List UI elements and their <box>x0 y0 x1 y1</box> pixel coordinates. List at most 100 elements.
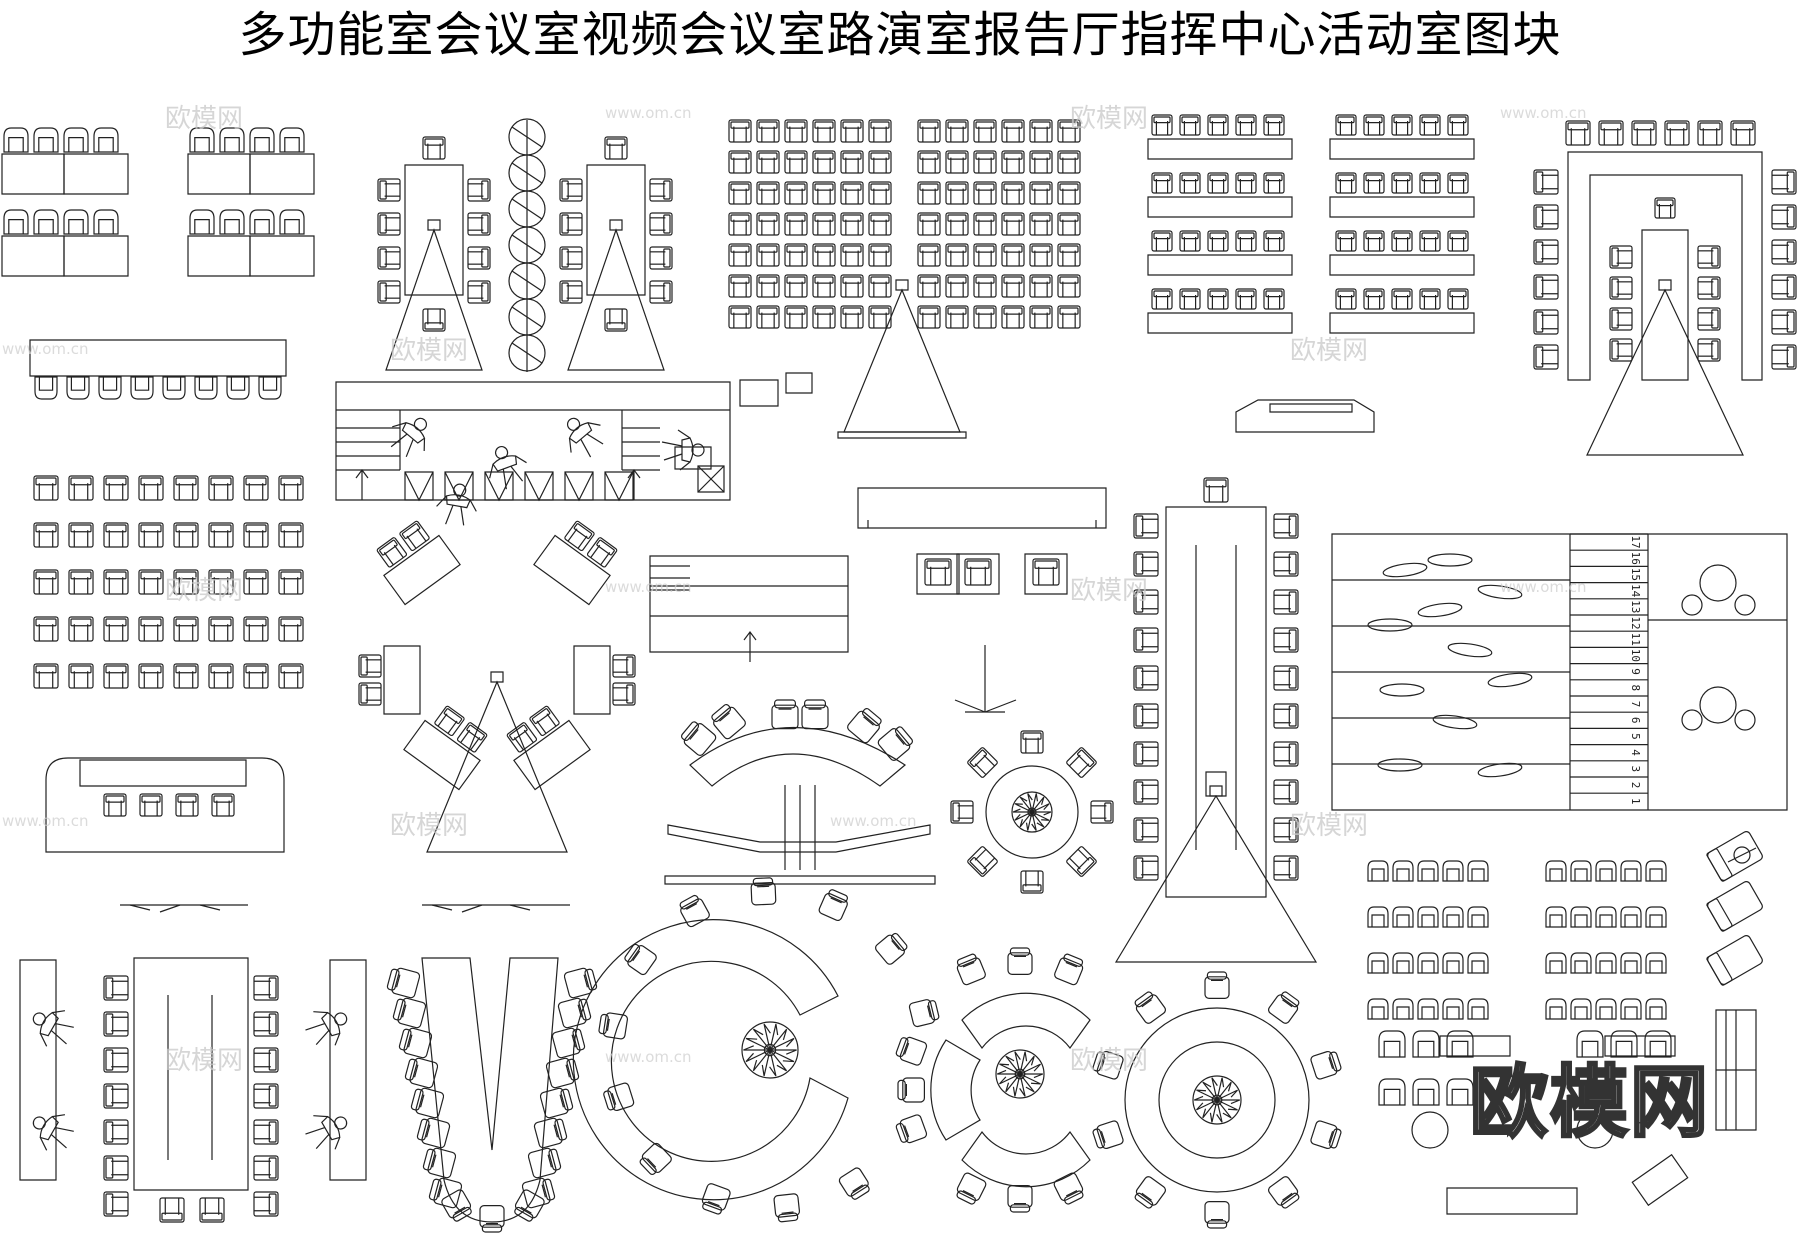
office-chair <box>846 706 884 745</box>
chair <box>757 306 779 328</box>
office-chair <box>802 700 828 729</box>
table-centerpiece <box>1193 1076 1241 1124</box>
ellipse-seat <box>1477 761 1522 779</box>
chair <box>1599 121 1623 145</box>
coffee-table <box>1440 1036 1510 1056</box>
chair <box>1468 953 1488 973</box>
chair <box>279 476 303 500</box>
chair <box>209 617 233 641</box>
chair <box>1392 289 1412 309</box>
chair <box>244 570 268 594</box>
chair <box>104 617 128 641</box>
chair <box>64 210 88 234</box>
chair <box>729 275 751 297</box>
chair <box>729 244 751 266</box>
stool <box>1735 710 1755 730</box>
wall-desk <box>330 960 366 1180</box>
chair <box>1030 275 1052 297</box>
ellipse-seat <box>1477 583 1522 601</box>
chair <box>1447 1079 1473 1105</box>
brand-logo: 欧模网 <box>1468 1057 1711 1150</box>
chair <box>650 281 672 303</box>
chair <box>34 664 58 688</box>
chair <box>946 275 968 297</box>
chair <box>34 617 58 641</box>
monitor-speaker <box>565 472 593 500</box>
projection-cone <box>1116 786 1316 962</box>
watermark-url: www.om.cn <box>1500 104 1587 122</box>
chair <box>560 281 582 303</box>
office-chair <box>838 1167 872 1202</box>
watermark-url: www.om.cn <box>2 812 89 830</box>
watermark-text: 欧模网 <box>1070 104 1149 134</box>
chair <box>1274 780 1298 804</box>
chair <box>869 213 891 235</box>
stage-edge <box>838 432 966 438</box>
chair <box>841 244 863 266</box>
c-shape-table <box>573 878 940 1223</box>
office-chair <box>895 1035 928 1067</box>
chair <box>359 683 381 705</box>
pod-table <box>587 165 645 295</box>
table <box>574 646 610 714</box>
chair <box>34 210 58 234</box>
side-table <box>1632 1155 1687 1205</box>
office-chair <box>1310 1120 1343 1151</box>
chair <box>1058 306 1080 328</box>
desk-row <box>1330 231 1474 275</box>
chair <box>1066 747 1097 778</box>
chair <box>468 281 490 303</box>
chair <box>757 244 779 266</box>
desk <box>2 154 64 194</box>
watermark-text: 欧模网 <box>390 811 469 841</box>
office-chair <box>1092 1049 1125 1080</box>
table-with-chairs <box>534 515 625 604</box>
chair <box>174 617 198 641</box>
chair <box>1274 704 1298 728</box>
chair <box>174 570 198 594</box>
desk <box>188 236 250 276</box>
v-table <box>422 958 558 1222</box>
chair <box>1002 120 1024 142</box>
v-shape-table <box>386 958 598 1232</box>
chair <box>1418 999 1438 1019</box>
office-chair <box>564 966 598 999</box>
office-chair <box>1053 1172 1086 1206</box>
chair <box>279 523 303 547</box>
chair <box>1204 478 1228 502</box>
chair <box>1274 628 1298 652</box>
table-with-chairs <box>369 515 460 604</box>
classroom-desk-blocks <box>2 128 314 399</box>
office-chair <box>428 1176 462 1209</box>
chair <box>1468 907 1488 927</box>
table-centerpiece <box>1012 792 1052 832</box>
u-table <box>1568 152 1762 380</box>
seat-number: 7 <box>1629 701 1642 708</box>
chair <box>1030 213 1052 235</box>
chair <box>1002 182 1024 204</box>
chair <box>785 120 807 142</box>
chair <box>1698 339 1720 361</box>
office-chair <box>954 952 986 986</box>
centerpiece <box>1206 772 1226 796</box>
chair <box>1336 173 1356 193</box>
chair <box>423 309 445 331</box>
ellipse-seat <box>1447 641 1492 659</box>
rounded-desk <box>46 758 284 852</box>
chair <box>1134 590 1158 614</box>
chair <box>974 306 996 328</box>
chair <box>1534 240 1558 264</box>
chair <box>1364 289 1384 309</box>
round-table <box>1412 1112 1448 1148</box>
office-chair <box>1092 1120 1125 1151</box>
chair <box>1448 115 1468 135</box>
seat-number: 6 <box>1629 717 1642 724</box>
chair <box>64 128 88 152</box>
chair <box>946 244 968 266</box>
chair <box>1152 289 1172 309</box>
chair <box>1236 173 1256 193</box>
chair <box>254 1012 278 1036</box>
seat-number: 12 <box>1629 616 1642 629</box>
office-chair <box>818 888 851 922</box>
chair <box>1002 275 1024 297</box>
